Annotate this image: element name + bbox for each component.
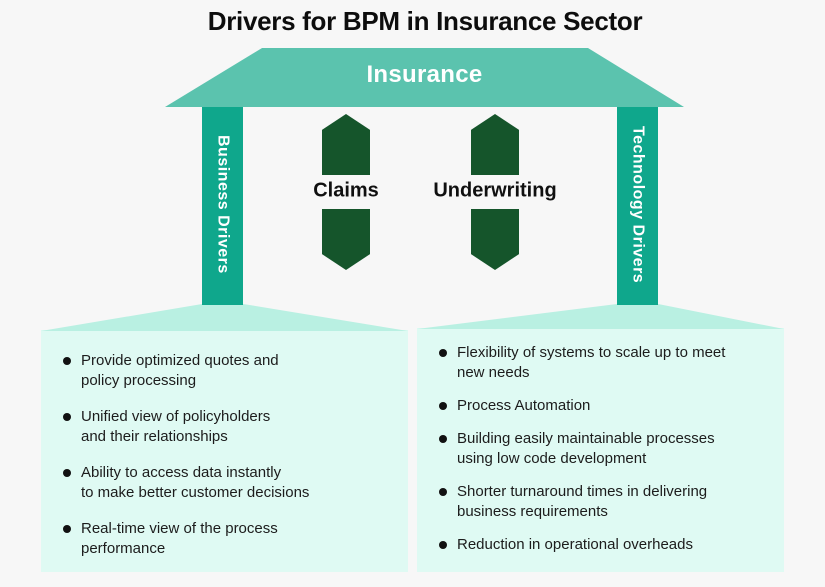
technology-drivers-pillar-label: Technology Drivers [629, 125, 647, 284]
technology-drivers-list: Flexibility of systems to scale up to me… [439, 343, 774, 555]
technology-drivers-connector-shape [417, 304, 784, 329]
list-item: Ability to access data instantly to make… [63, 463, 392, 503]
business-drivers-panel: Provide optimized quotes and policy proc… [41, 330, 408, 572]
bullet-dot-icon [63, 357, 71, 365]
bullet-dot-icon [439, 435, 447, 443]
bullet-text: Reduction in operational overheads [457, 536, 693, 553]
claims-arrow-up-icon [322, 114, 370, 175]
list-item: Reduction in operational overheads [439, 535, 774, 555]
list-item: Shorter turnaround times in delivering b… [439, 482, 774, 522]
underwriting-arrow-up-icon [471, 114, 519, 175]
page-title: Drivers for BPM in Insurance Sector [207, 6, 643, 36]
bullet-dot-icon [63, 413, 71, 421]
technology-drivers-panel: Flexibility of systems to scale up to me… [417, 328, 784, 572]
list-item: Unified view of policyholders and their … [63, 407, 392, 447]
bullet-text: Building easily maintainable processes u… [457, 430, 715, 467]
technology-drivers-pillar: Technology Drivers [617, 104, 658, 305]
list-item: Building easily maintainable processes u… [439, 429, 774, 469]
underwriting-arrow-down-icon [471, 209, 519, 270]
bullet-text: Shorter turnaround times in delivering b… [457, 483, 708, 520]
list-item: Flexibility of systems to scale up to me… [439, 343, 774, 383]
business-drivers-connector-shape [41, 304, 408, 331]
bullet-text: Unified view of policyholders and their … [81, 408, 271, 445]
bullet-dot-icon [63, 469, 71, 477]
claims-label: Claims [313, 179, 379, 202]
bullet-text: Ability to access data instantly to make… [81, 464, 310, 501]
bullet-dot-icon [439, 541, 447, 549]
bullet-dot-icon [63, 525, 71, 533]
bullet-text: Flexibility of systems to scale up to me… [457, 344, 726, 381]
business-drivers-pillar: Business Drivers [202, 104, 243, 305]
list-item: Provide optimized quotes and policy proc… [63, 351, 392, 391]
bullet-text: Real-time view of the process performanc… [81, 520, 278, 557]
bullet-text: Provide optimized quotes and policy proc… [81, 352, 279, 389]
business-drivers-list: Provide optimized quotes and policy proc… [63, 351, 392, 559]
insurance-roof-shape: Insurance [165, 48, 684, 107]
business-drivers-pillar-label: Business Drivers [214, 135, 232, 274]
list-item: Process Automation [439, 396, 774, 416]
bullet-dot-icon [439, 402, 447, 410]
bullet-dot-icon [439, 349, 447, 357]
bullet-text: Process Automation [457, 397, 591, 414]
list-item: Real-time view of the process performanc… [63, 519, 392, 559]
claims-arrow-down-icon [322, 209, 370, 270]
bullet-dot-icon [439, 488, 447, 496]
underwriting-label: Underwriting [433, 179, 557, 202]
insurance-roof-label: Insurance [366, 60, 483, 88]
